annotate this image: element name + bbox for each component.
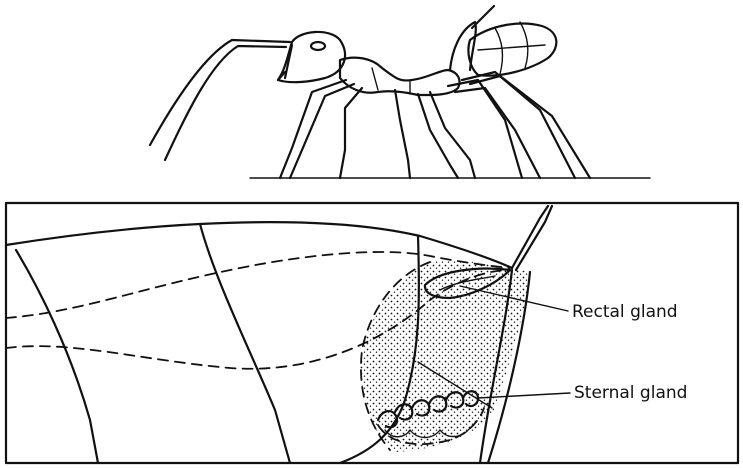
segment-top-outline — [6, 222, 512, 268]
rectal-gland-label: Rectal gland — [572, 302, 678, 322]
segment-boundary-1 — [16, 250, 98, 463]
sting-lower — [516, 206, 552, 270]
ant-head — [278, 32, 345, 82]
sternal-gland-label: Sternal gland — [574, 383, 687, 403]
ant-petiole — [450, 22, 476, 70]
segment-boundary-2 — [200, 224, 290, 463]
ant-illustration — [150, 6, 650, 178]
ant-thorax — [340, 58, 460, 95]
gaster-detail-panel: Rectal gland Sternal gland — [6, 203, 738, 463]
sting-upper — [512, 206, 548, 268]
ant-eye — [311, 42, 325, 50]
ant-antennae — [150, 40, 292, 160]
ant-gaster — [468, 22, 556, 76]
